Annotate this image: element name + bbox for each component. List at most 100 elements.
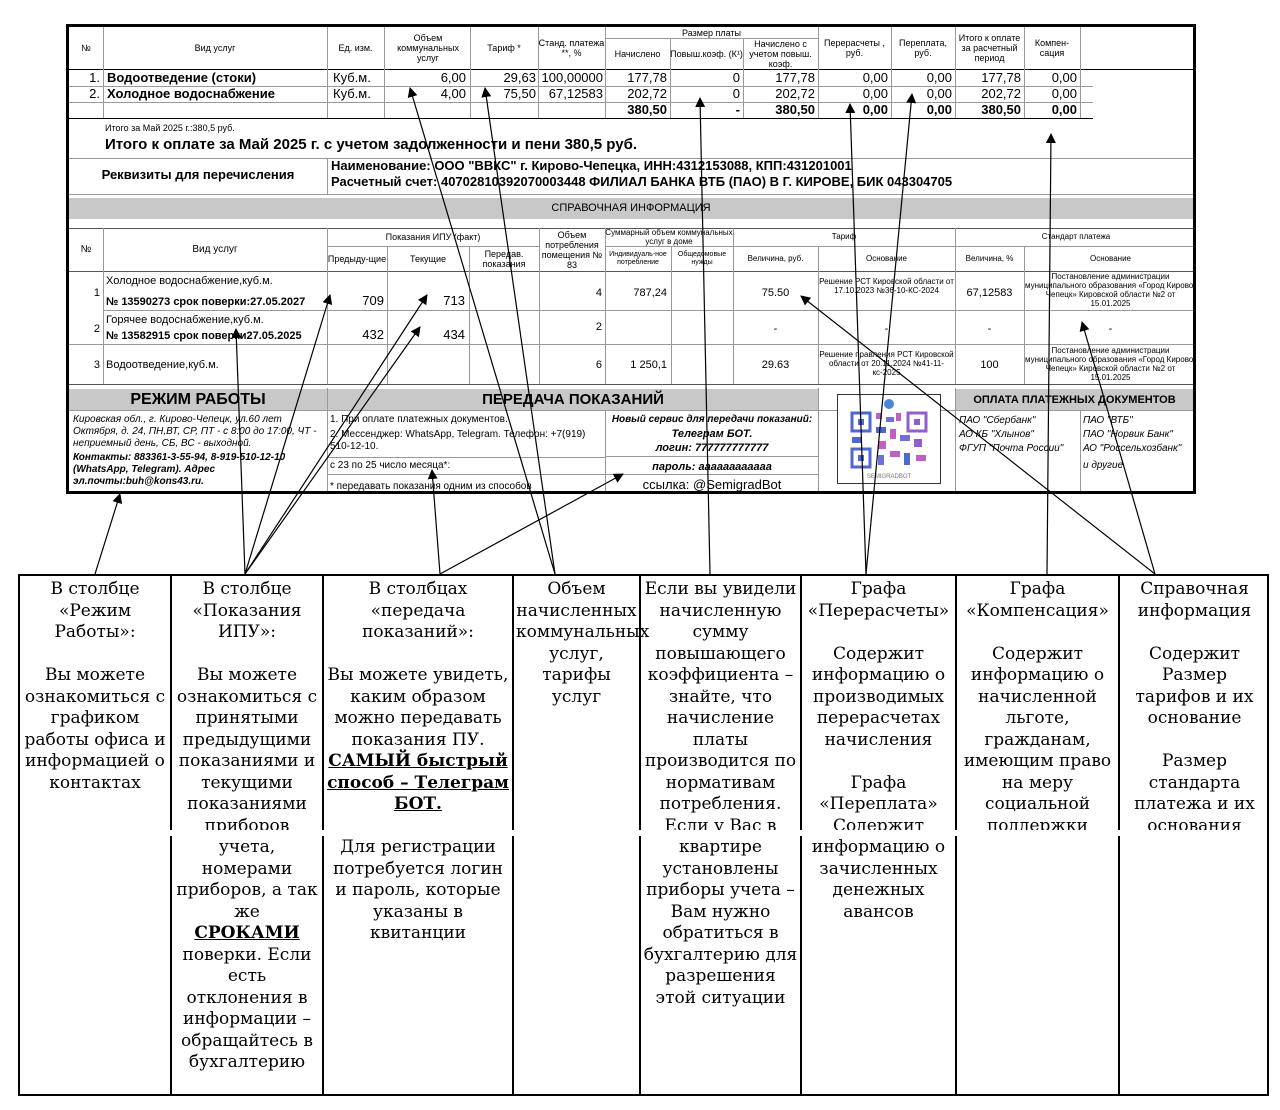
header-charged: Начислено (614, 48, 661, 59)
ref-row-curr: 713 (443, 293, 465, 308)
row-coefficient: 0 (732, 86, 740, 101)
legend-ref-text: Справочная информация (1137, 579, 1252, 621)
payment-band (956, 389, 1193, 410)
ref-row-prev: 432 (362, 327, 384, 342)
legend-volume: Объем начисленных коммунальных услуг, та… (512, 576, 650, 1094)
ref-row-tariff-value: - (773, 323, 778, 335)
total-charged-with-coefficient: 380,50 (775, 102, 815, 117)
legend-volume-text: Объем начисленных коммунальных услуг, та… (516, 579, 650, 707)
arrow-volume-1 (407, 87, 556, 575)
work-schedule: Кировская обл., г. Кирово-Чепецк, ул.60 … (73, 414, 317, 449)
legend-ref-text: Размер стандарта платежа и их основания (1134, 751, 1255, 836)
ref-header-common: Общедомовые нужды (677, 250, 727, 266)
divider (955, 27, 956, 118)
divider (103, 27, 104, 118)
row-volume: 6,00 (440, 70, 466, 85)
ref-row-curr: 434 (443, 327, 465, 342)
legend-table: В столбце «Режим Работы»: Вы можете озна… (18, 574, 1269, 1096)
divider (103, 228, 104, 384)
divider (605, 228, 606, 384)
divider (671, 246, 672, 384)
transfer-note: * передавать показания одним из способов (330, 481, 532, 492)
ref-header-tariff-basis: Основание (865, 253, 908, 263)
arrow-transfer-1 (427, 469, 441, 575)
divider (605, 474, 818, 475)
ref-row-individual: 1 250,1 (630, 359, 667, 371)
header-compensation: Компен-сация (1034, 38, 1070, 58)
row-overpay: 0,00 (926, 70, 952, 85)
divider (327, 228, 328, 384)
header-tariff: Тариф * (487, 43, 521, 53)
arrow-compensation (1045, 133, 1056, 575)
header-standard: Станд. платежа **, % (538, 38, 605, 58)
ref-header-prev: Предыду-щие (327, 253, 387, 264)
legend-work-text: В столбце «Режим Работы»: (50, 579, 140, 642)
ref-row-standard-basis: Постановление администрации муниципально… (1025, 272, 1196, 308)
divider (387, 246, 388, 384)
arrow-transfer-2 (439, 473, 624, 575)
ref-row-standard-value: - (987, 323, 992, 335)
arrow-volume-2 (481, 87, 556, 575)
legend-work-text: Вы можете ознакомиться с графиком работы… (24, 665, 166, 793)
ref-row-service: Холодное водоснабжение,куб.м. (106, 275, 273, 287)
header-payment-group: Размер платы (682, 27, 741, 38)
ref-header-individual: Индивидуаль-ное потребление (609, 250, 667, 266)
reference-band (69, 198, 1193, 219)
arrow-overpay (865, 93, 917, 575)
divider (327, 388, 328, 491)
header-service: Вид услуг (194, 43, 236, 53)
qr-code-icon (850, 399, 928, 469)
divider (818, 388, 819, 491)
qr-code[interactable]: SEMIGRADBOT (837, 394, 941, 484)
legend-transfer-text: Вы можете увидеть, каким образом можно п… (327, 665, 509, 750)
row-volume: 4,00 (440, 86, 466, 101)
legend-comp-text: Графа «Компенсация» (966, 579, 1109, 621)
total-overpay: 0,00 (926, 102, 952, 117)
arrow-work (94, 493, 123, 575)
header-volume: Объем коммунальных услуг (397, 33, 459, 63)
ref-row-num: 3 (93, 359, 100, 371)
ref-row-service: Водоотведение,куб.м. (106, 359, 219, 371)
banks-left-1: ПАО "Сбербанк" (959, 415, 1036, 426)
divider (69, 86, 1093, 87)
divider (538, 27, 539, 118)
divider (733, 246, 1193, 247)
divider (384, 27, 385, 118)
header-coefficient: Повыш.коэф. (К¹) (670, 48, 743, 59)
ref-header-num: № (80, 243, 92, 255)
arrow-ipu-1 (244, 294, 333, 575)
divider (69, 118, 1093, 119)
row-compensation: 0,00 (1051, 86, 1077, 101)
legend-recalc-text: Графа «Перерасчеты» (807, 579, 950, 621)
banks-right-1: ПАО "ВТБ" (1083, 415, 1133, 426)
ref-row-prev: 709 (362, 293, 384, 308)
divider (1080, 410, 1081, 491)
ref-row-meter: № 13582915 срок поверки27.05.2025 (106, 330, 302, 342)
bot-name: Телеграм БОТ. (671, 428, 753, 440)
row-unit: Куб.м. (333, 86, 371, 101)
ref-row-service: Горячее водоснабжение,куб.м. (106, 314, 264, 326)
legend-ipu-text: Вы можете ознакомиться с принятыми преды… (176, 665, 318, 922)
divider (605, 246, 733, 247)
ref-row-standard-basis: - (1108, 323, 1113, 335)
legend-ipu-text: В столбце «Показания ИПУ»: (192, 579, 302, 642)
header-recalc: Перерасчеты , руб. (824, 38, 885, 58)
ref-row-num: 2 (93, 323, 100, 335)
arrow-ipu-4 (244, 294, 428, 575)
total-recalc: 0,00 (862, 102, 888, 117)
total-compensation: 0,00 (1051, 102, 1077, 117)
row-compensation: 0,00 (1051, 70, 1077, 85)
divider (818, 27, 819, 118)
legend-ipu-text: СРОКАМИ (194, 923, 300, 943)
work-band (69, 389, 327, 410)
divider (605, 456, 818, 457)
bot-link[interactable]: ссылка: @SemigradBot (642, 477, 782, 492)
divider (327, 474, 605, 475)
row-standard: 67,12583 (548, 86, 603, 101)
divider (1024, 27, 1025, 118)
banks-right-3: АО "Россельхозбанк" (1083, 443, 1182, 454)
divider (605, 38, 818, 39)
divider (69, 194, 1193, 195)
transfer-period: с 23 по 25 число месяца*: (330, 460, 451, 471)
